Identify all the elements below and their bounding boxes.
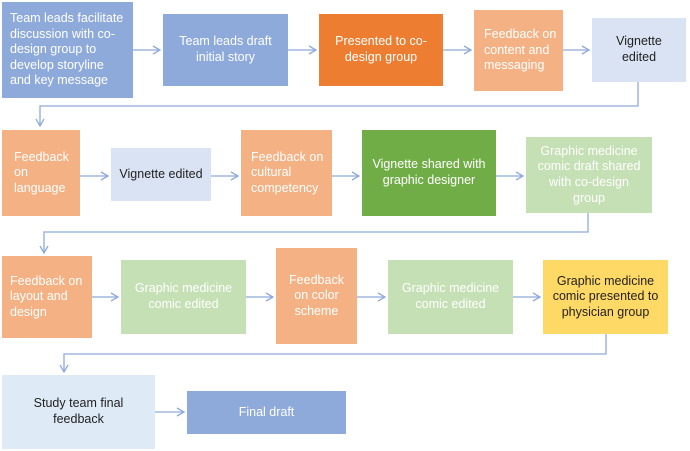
step-feedback-layout: Feedback on layout and design — [2, 256, 92, 338]
arrow-connector-1 — [35, 82, 639, 128]
step-vignette-edited-2: Vignette edited — [111, 148, 211, 201]
step-feedback-cultural: Feedback on cultural competency — [241, 130, 332, 216]
step-feedback-color: Feedback on color scheme — [276, 248, 357, 344]
step-comic-presented-physician: Graphic medicine comic presented to phys… — [543, 260, 668, 334]
step-vignette-shared-designer: Vignette shared with graphic designer — [362, 130, 496, 216]
step-team-leads-facilitate: Team leads facilitate discussion with co… — [2, 2, 133, 98]
step-final-draft: Final draft — [187, 391, 346, 434]
step-presented-to-codesign: Presented to co-design group — [319, 14, 443, 86]
step-comic-draft-shared: Graphic medicine comic draft shared with… — [526, 137, 652, 213]
step-feedback-language: Feedback on language — [2, 130, 80, 216]
arrow-connector-2 — [39, 213, 589, 255]
step-feedback-content: Feedback on content and messaging — [474, 10, 563, 91]
step-vignette-edited-1: Vignette edited — [592, 18, 686, 82]
step-team-leads-draft: Team leads draft initial story — [163, 14, 288, 86]
arrow-connector-3 — [59, 334, 607, 374]
step-comic-edited-2: Graphic medicine comic edited — [388, 260, 513, 334]
step-comic-edited-1: Graphic medicine comic edited — [121, 260, 246, 334]
step-study-team-feedback: Study team final feedback — [2, 375, 155, 449]
